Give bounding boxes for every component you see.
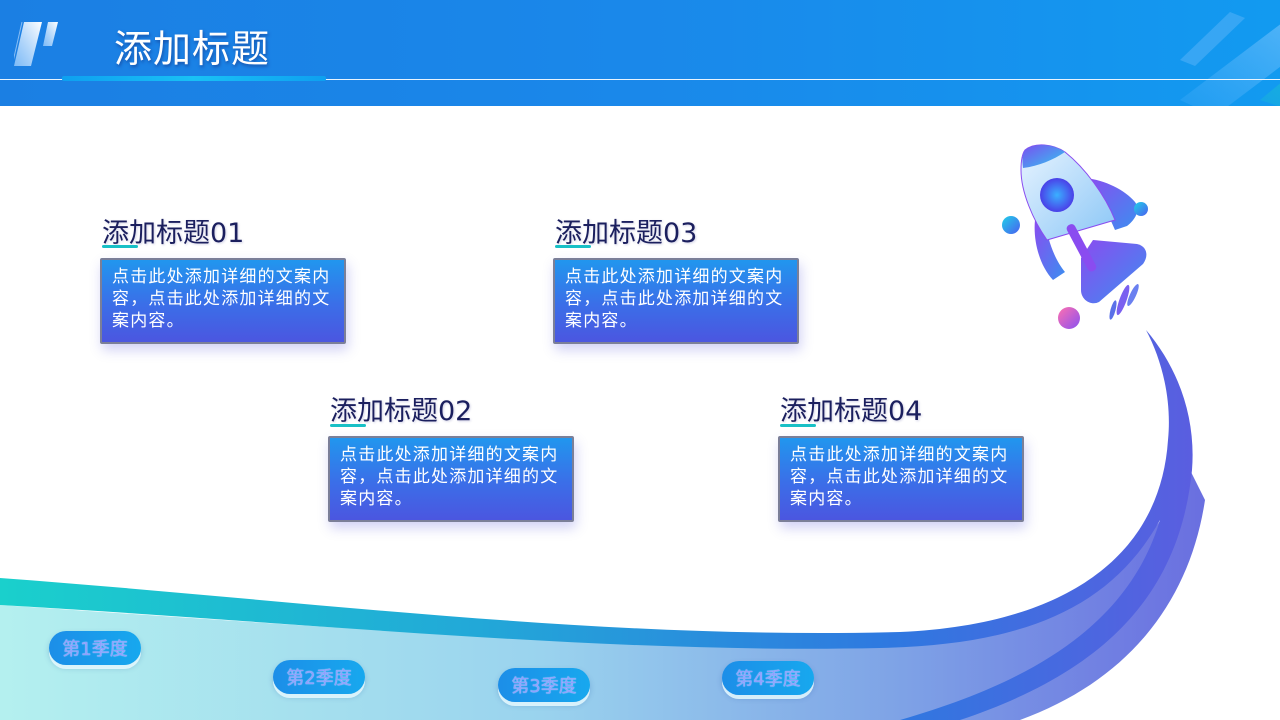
section-underline-03 (555, 245, 591, 248)
header-bar: 添加标题 (0, 0, 1280, 106)
header-divider (0, 79, 1280, 80)
section-underline-02 (330, 424, 366, 427)
section-title-03: 添加标题03 (555, 218, 698, 249)
section-card-02[interactable]: 点击此处添加详细的文案内容，点击此处添加详细的文案内容。 (328, 436, 574, 522)
decorative-stripes (1180, 12, 1280, 106)
rocket-icon (1002, 144, 1148, 329)
slanted-bars-logo-icon (14, 22, 58, 66)
section-title-04: 添加标题04 (780, 396, 923, 427)
section-title-02: 添加标题02 (330, 396, 473, 427)
section-card-03[interactable]: 点击此处添加详细的文案内容，点击此处添加详细的文案内容。 (553, 258, 799, 344)
page-title: 添加标题 (114, 27, 271, 71)
quarter-pill-2[interactable]: 第2季度 (273, 660, 365, 694)
section-underline-04 (780, 424, 816, 427)
quarter-pill-4[interactable]: 第4季度 (722, 661, 814, 695)
quarter-pill-1[interactable]: 第1季度 (49, 631, 141, 665)
section-card-04[interactable]: 点击此处添加详细的文案内容，点击此处添加详细的文案内容。 (778, 436, 1024, 522)
title-accent-bar (62, 76, 326, 81)
section-card-01[interactable]: 点击此处添加详细的文案内容，点击此处添加详细的文案内容。 (100, 258, 346, 344)
swoosh-background (0, 330, 1205, 720)
quarter-pill-3[interactable]: 第3季度 (498, 668, 590, 702)
section-underline-01 (102, 245, 138, 248)
section-title-01: 添加标题01 (102, 218, 245, 249)
